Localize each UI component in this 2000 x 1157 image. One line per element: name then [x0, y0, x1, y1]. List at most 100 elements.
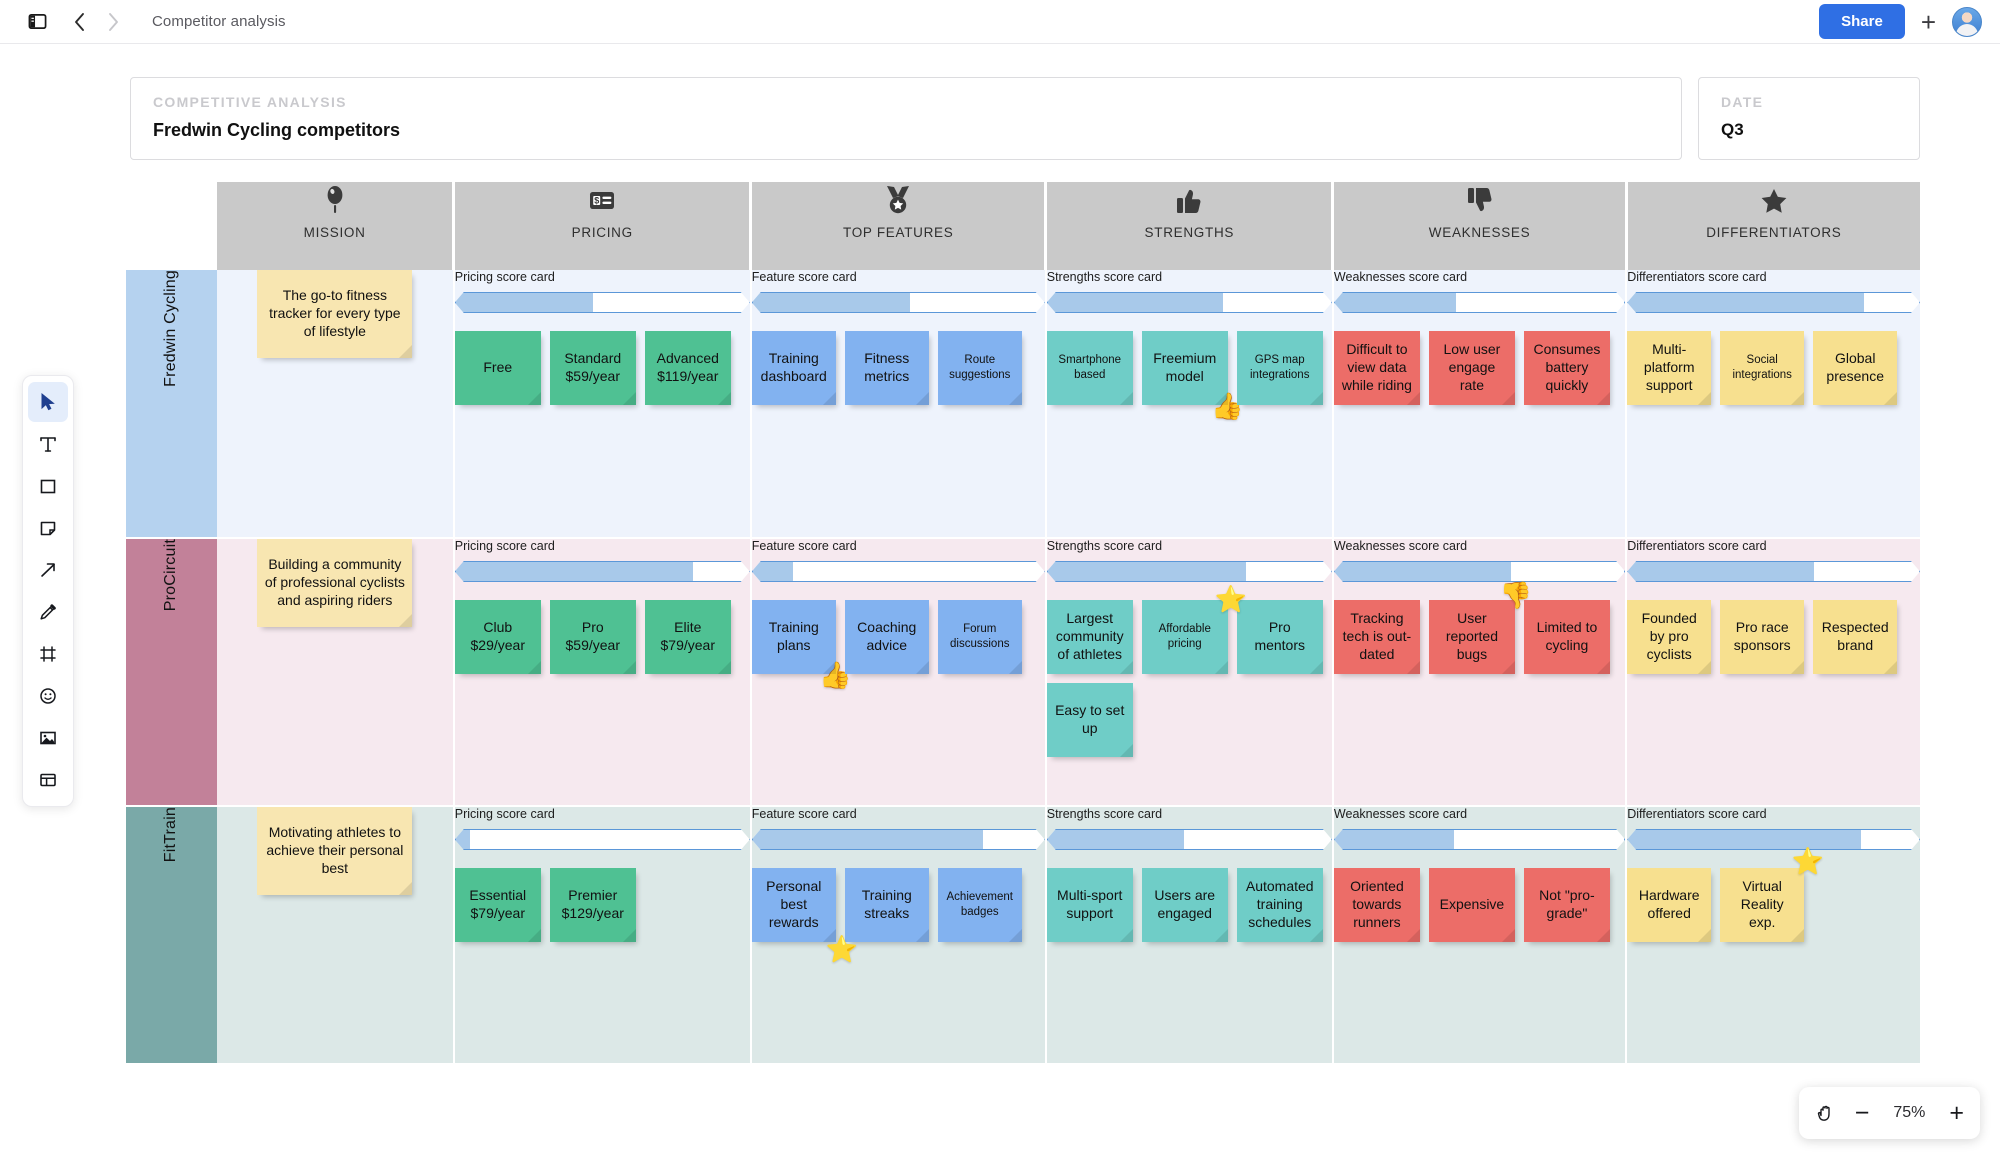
- matrix-cell-weaknesses[interactable]: Weaknesses score card Difficult to view …: [1332, 270, 1628, 539]
- sticky-note[interactable]: Tracking tech is out-dated: [1333, 600, 1420, 674]
- sticky-note[interactable]: Pro race sponsors: [1720, 600, 1805, 674]
- column-header-strengths[interactable]: STRENGTHS: [1045, 182, 1335, 270]
- matrix-cell-differentiators[interactable]: Differentiators score card Multi-platfor…: [1626, 270, 1920, 539]
- sticky-note[interactable]: Elite $79/year: [644, 600, 731, 674]
- sticky-note[interactable]: Largest community of athletes: [1046, 600, 1133, 674]
- matrix-cell-mission[interactable]: Building a community of professional cyc…: [216, 538, 455, 807]
- sticky-note[interactable]: Low user engage rate: [1428, 331, 1515, 405]
- score-bar[interactable]: [1627, 561, 1920, 582]
- avatar[interactable]: [1952, 6, 1982, 37]
- sticky-note-tool[interactable]: [28, 508, 68, 548]
- score-bar[interactable]: [752, 561, 1045, 582]
- matrix-cell-strengths[interactable]: Strengths score card Multi-sport support…: [1045, 806, 1334, 1065]
- column-header-mission[interactable]: MISSION: [216, 182, 456, 270]
- sticky-note[interactable]: Founded by pro cyclists: [1627, 600, 1712, 674]
- score-bar[interactable]: [1334, 292, 1625, 313]
- matrix-cell-features[interactable]: Feature score card Personal best rewards…: [750, 806, 1047, 1065]
- score-bar[interactable]: [1047, 829, 1332, 850]
- sticky-note[interactable]: Building a community of professional cyc…: [257, 539, 413, 627]
- score-bar[interactable]: [1334, 561, 1625, 582]
- score-bar[interactable]: [752, 829, 1045, 850]
- matrix-cell-weaknesses[interactable]: Weaknesses score card Oriented towards r…: [1332, 806, 1628, 1065]
- sticky-note[interactable]: Consumes battery quickly: [1523, 331, 1610, 405]
- sticky-note[interactable]: Affordable pricing: [1141, 600, 1228, 674]
- sticky-note[interactable]: Standard $59/year: [549, 331, 636, 405]
- sticky-note[interactable]: Not "pro-grade": [1523, 868, 1610, 942]
- sticky-note[interactable]: Motivating athletes to achieve their per…: [257, 807, 413, 895]
- column-header-weaknesses[interactable]: WEAKNESSES: [1332, 182, 1628, 270]
- layout-template-tool[interactable]: [28, 760, 68, 800]
- sticky-note[interactable]: The go-to fitness tracker for every type…: [257, 270, 413, 358]
- score-bar[interactable]: [1047, 561, 1332, 582]
- sticky-note[interactable]: Premier $129/year: [549, 868, 636, 942]
- sticky-note[interactable]: GPS map integrations: [1236, 331, 1323, 405]
- sticky-note[interactable]: Coaching advice: [844, 600, 929, 674]
- sticky-note[interactable]: Training dashboard: [751, 331, 836, 405]
- share-button[interactable]: Share: [1819, 4, 1905, 39]
- score-bar[interactable]: [455, 561, 750, 582]
- sticky-note[interactable]: Users are engaged: [1141, 868, 1228, 942]
- column-header-top-features[interactable]: TOP FEATURES: [750, 182, 1048, 270]
- sticky-note[interactable]: Virtual Reality exp.⭐: [1720, 848, 1824, 942]
- nav-back-button[interactable]: [64, 7, 94, 37]
- score-bar[interactable]: [1047, 292, 1332, 313]
- sticky-note[interactable]: Difficult to view data while riding: [1333, 331, 1420, 405]
- sticky-note[interactable]: Forum discussions: [937, 600, 1022, 674]
- sticky-note[interactable]: User reported bugs👎: [1428, 582, 1532, 674]
- sticky-note[interactable]: Training streaks⭐: [826, 868, 929, 962]
- sidebar-panel-icon[interactable]: [22, 7, 52, 37]
- sticky-note[interactable]: Respected brand: [1813, 600, 1898, 674]
- frame-tool[interactable]: [28, 634, 68, 674]
- date-header-card[interactable]: DATE Q3: [1698, 77, 1920, 160]
- row-label-3[interactable]: FitTrain: [126, 806, 217, 1065]
- nav-forward-button[interactable]: [98, 7, 128, 37]
- board-title[interactable]: Competitor analysis: [152, 13, 286, 30]
- score-bar[interactable]: [1627, 292, 1920, 313]
- zoom-out-button[interactable]: −: [1854, 1098, 1870, 1127]
- score-bar[interactable]: [455, 829, 750, 850]
- column-header-pricing[interactable]: $ PRICING: [453, 182, 753, 270]
- select-tool[interactable]: [28, 382, 68, 422]
- sticky-note[interactable]: Personal best rewards: [751, 868, 836, 942]
- sticky-note[interactable]: Achievement badges: [937, 868, 1022, 942]
- score-bar[interactable]: [752, 292, 1045, 313]
- matrix-cell-differentiators[interactable]: Differentiators score card Hardware offe…: [1626, 806, 1920, 1065]
- column-header-differentiators[interactable]: DIFFERENTIATORS: [1626, 182, 1920, 270]
- sticky-note[interactable]: Easy to set up: [1046, 683, 1133, 757]
- score-bar[interactable]: [455, 292, 750, 313]
- board-canvas[interactable]: COMPETITIVE ANALYSIS Fredwin Cycling com…: [0, 44, 2000, 1157]
- sticky-note[interactable]: Free: [454, 331, 541, 405]
- sticky-note[interactable]: Route suggestions: [937, 331, 1022, 405]
- sticky-note[interactable]: Multi-sport support: [1046, 868, 1133, 942]
- sticky-note[interactable]: Social integrations: [1720, 331, 1805, 405]
- arrow-diagonal-tool[interactable]: [28, 550, 68, 590]
- sticky-note[interactable]: Automated training schedules: [1236, 868, 1323, 942]
- sticky-note[interactable]: Hardware offered: [1627, 868, 1712, 942]
- text-tool[interactable]: [28, 424, 68, 464]
- image-tool[interactable]: [28, 718, 68, 758]
- matrix-cell-mission[interactable]: The go-to fitness tracker for every type…: [216, 270, 455, 539]
- matrix-cell-weaknesses[interactable]: Weaknesses score card Tracking tech is o…: [1332, 538, 1628, 807]
- add-button[interactable]: +: [1920, 6, 1936, 37]
- sticky-note[interactable]: Limited to cycling: [1523, 600, 1610, 674]
- shape-tool[interactable]: [28, 466, 68, 506]
- sticky-note[interactable]: Global presence: [1813, 331, 1898, 405]
- hand-icon[interactable]: [1815, 1102, 1837, 1124]
- sticky-note[interactable]: Freemium model👍: [1141, 331, 1244, 419]
- sticky-note[interactable]: Advanced $119/year: [644, 331, 731, 405]
- sticky-note[interactable]: Smartphone based: [1046, 331, 1133, 405]
- score-bar[interactable]: [1334, 829, 1625, 850]
- row-label-2[interactable]: ProCircuit: [126, 538, 217, 807]
- row-label-1[interactable]: Fredwin Cycling: [126, 270, 217, 539]
- analysis-header-card[interactable]: COMPETITIVE ANALYSIS Fredwin Cycling com…: [130, 77, 1682, 160]
- zoom-in-button[interactable]: +: [1949, 1098, 1964, 1127]
- matrix-cell-strengths[interactable]: Strengths score card Largest community o…: [1045, 538, 1334, 807]
- sticky-note[interactable]: Training plans👍: [751, 600, 852, 688]
- matrix-cell-differentiators[interactable]: Differentiators score card Founded by pr…: [1626, 538, 1920, 807]
- score-bar[interactable]: [1627, 829, 1920, 850]
